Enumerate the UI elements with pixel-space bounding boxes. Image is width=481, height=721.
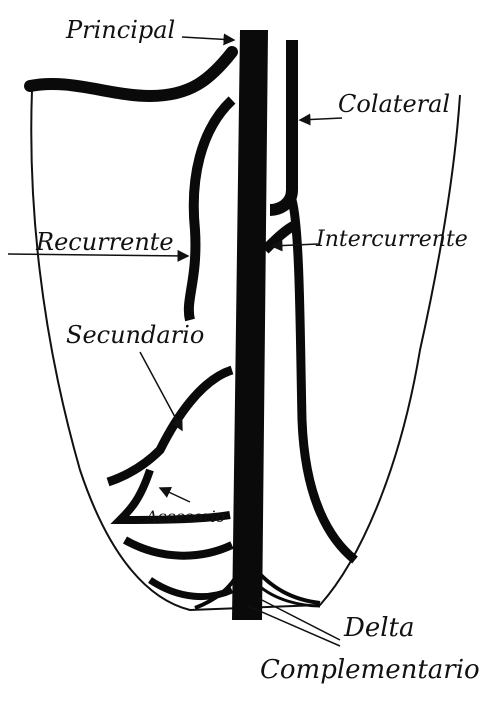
pointer-accesorio <box>160 488 190 502</box>
upper-branch <box>30 52 232 96</box>
pointer-secundario <box>140 352 182 430</box>
label-principal: Principal <box>65 16 175 44</box>
secondary-branch <box>108 370 232 482</box>
accessory-branch-2 <box>125 540 232 556</box>
label-accesorio: Accesorio <box>144 507 225 526</box>
label-delta: Delta <box>343 613 415 643</box>
label-recurrente: Recurrente <box>35 228 174 256</box>
pointer-principal <box>182 37 234 40</box>
collateral-vessel <box>270 40 292 210</box>
pointer-colateral <box>300 118 342 120</box>
label-intercurrente: Intercurrente <box>315 227 468 252</box>
main-trunk <box>232 30 268 620</box>
recurrent-branch <box>189 100 232 320</box>
collateral-lower <box>292 200 355 560</box>
label-colateral: Colateral <box>338 90 450 118</box>
pointer-delta-2 <box>248 606 340 646</box>
label-secundario: Secundario <box>66 321 204 349</box>
label-complementario: Complementario <box>260 655 480 685</box>
pointer-intercurrente <box>272 244 318 246</box>
